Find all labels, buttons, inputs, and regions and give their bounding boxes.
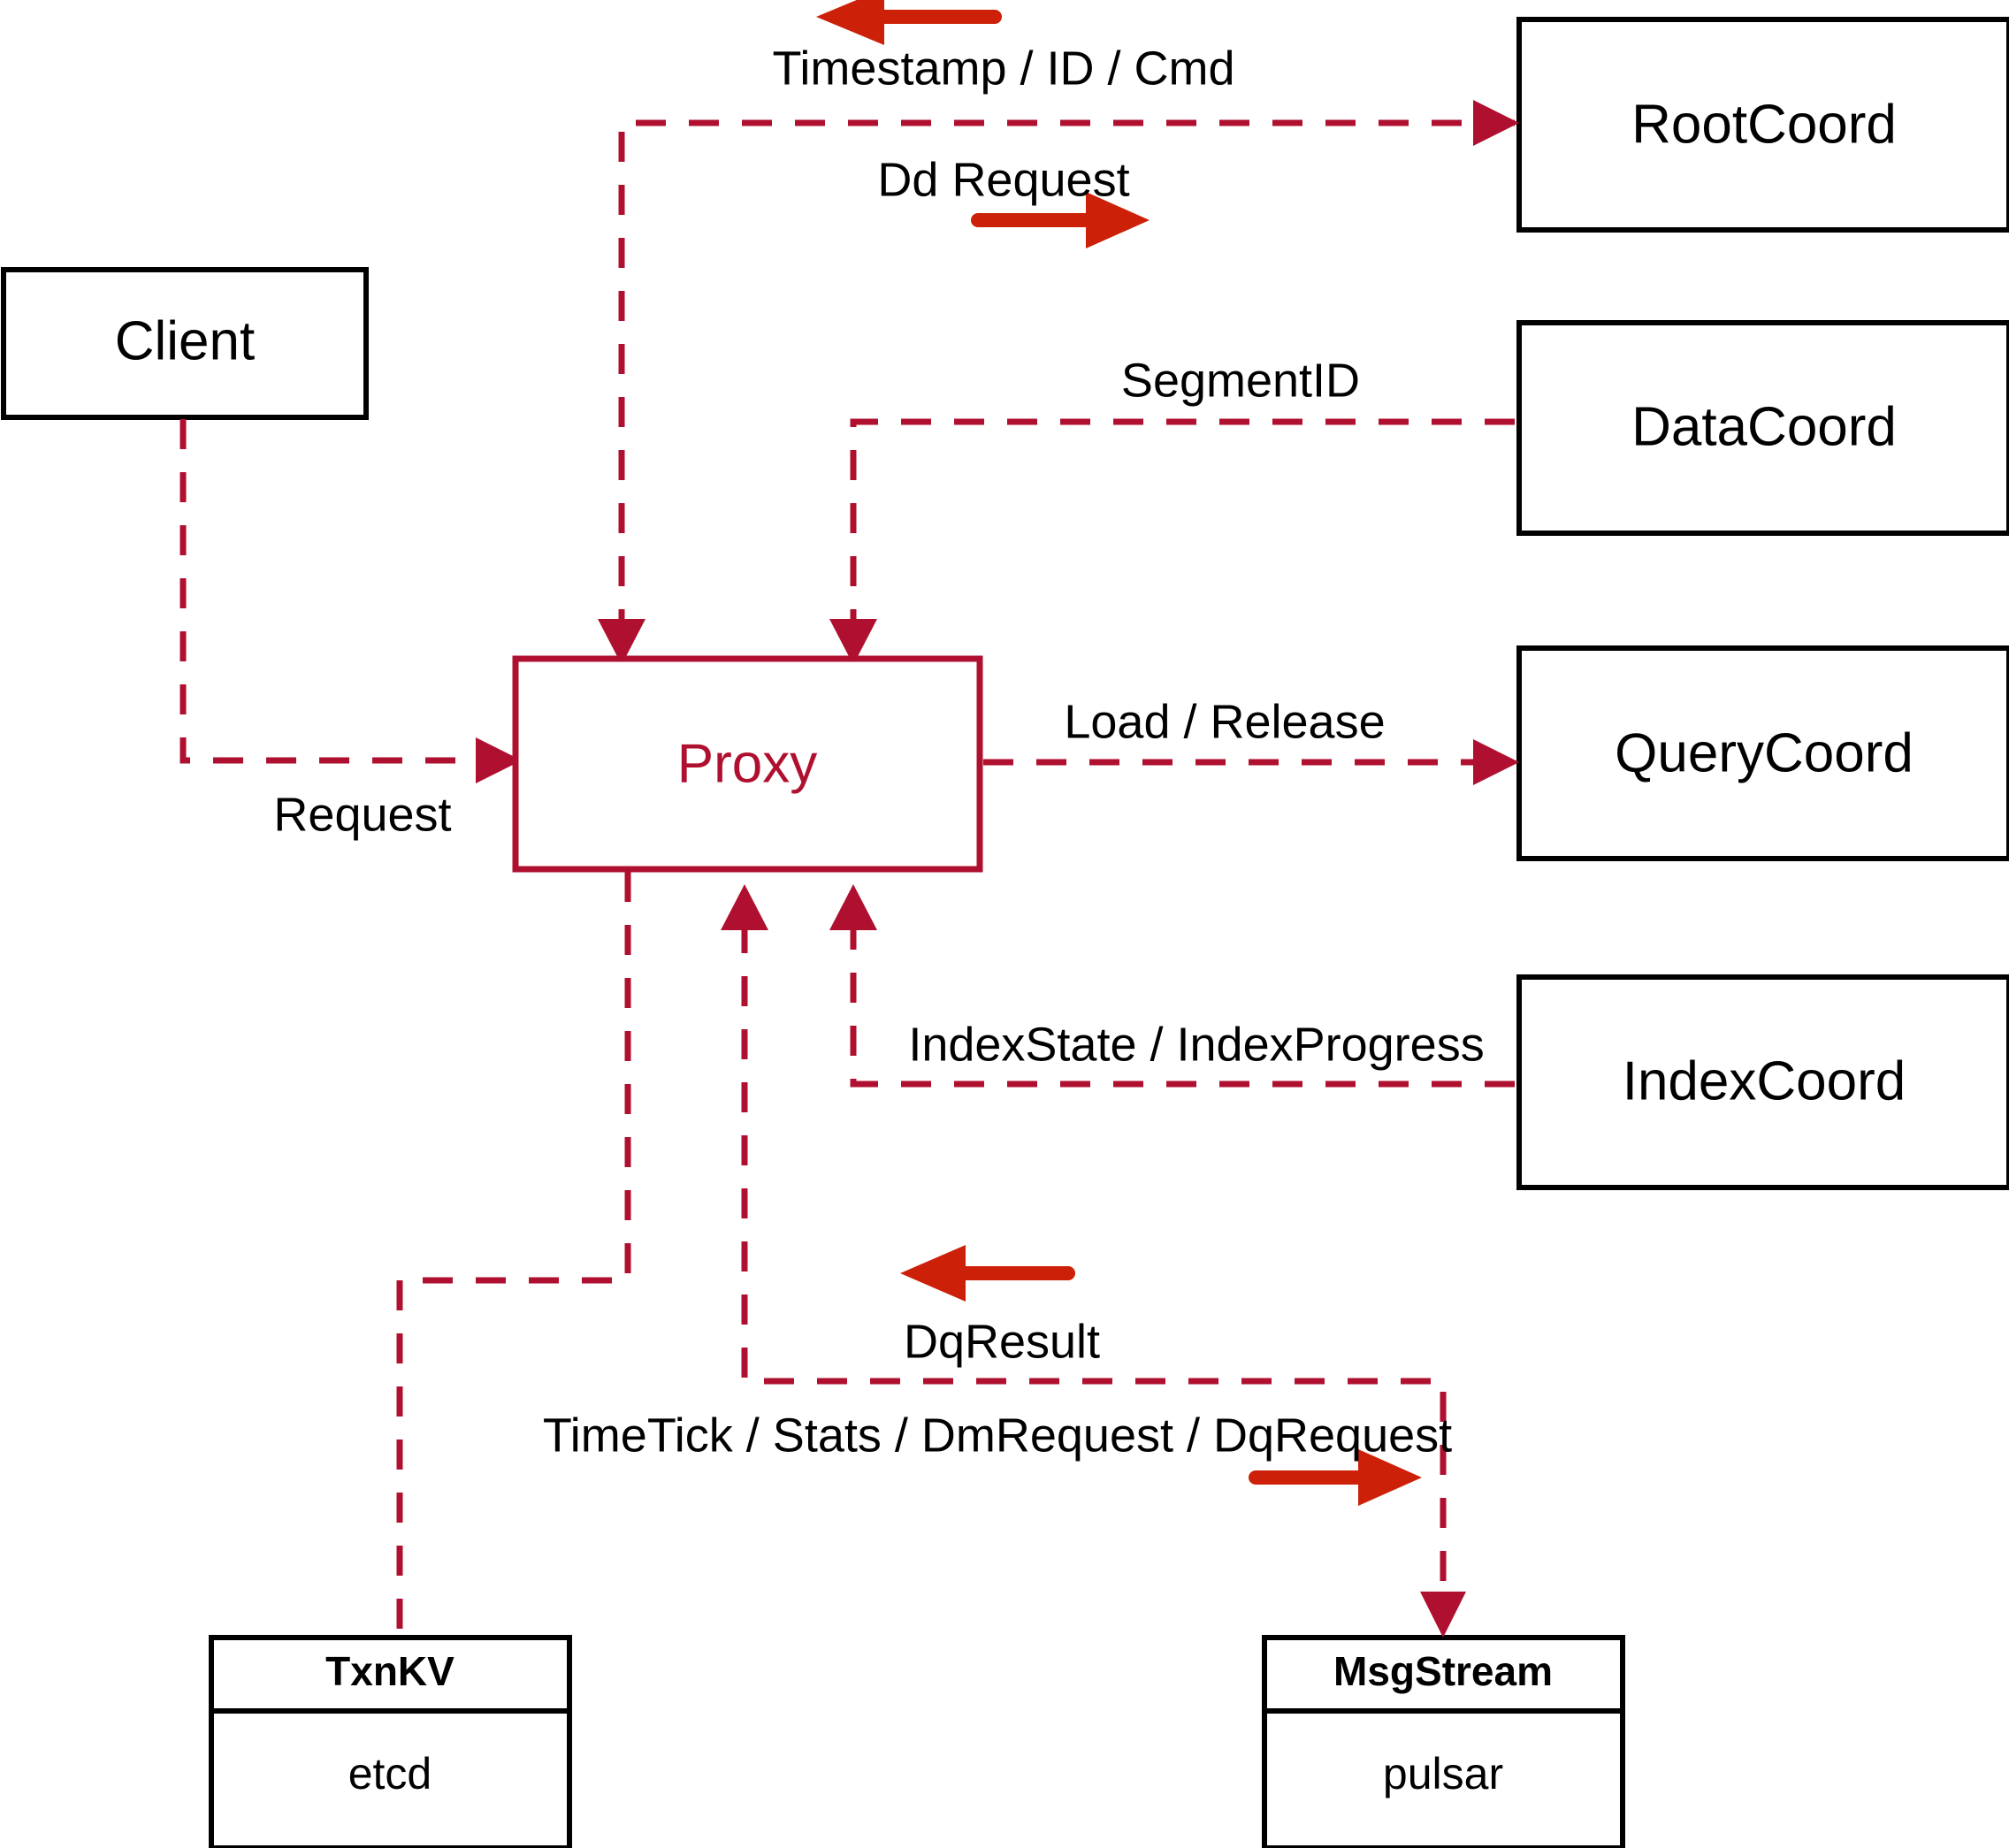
- msgstream-box: [1262, 1635, 1625, 1848]
- flow-proxy-to-txnkv: [396, 872, 631, 1638]
- flow-rootcoord-to-proxy: [618, 119, 1515, 630]
- datacoord-box: [1516, 320, 2009, 536]
- client-label: Client: [115, 310, 256, 371]
- client-box: [1, 267, 369, 420]
- indexcoord-box: [1516, 974, 2009, 1190]
- flow-datacoord-to-proxy: [850, 418, 1515, 630]
- node-txnkv[interactable]: TxnKV etcd: [209, 1635, 572, 1848]
- indexcoord-label: IndexCoord: [1623, 1050, 1906, 1111]
- node-msgstream[interactable]: MsgStream pulsar: [1262, 1635, 1625, 1848]
- flow-indexcoord-to-proxy: [850, 923, 1515, 1088]
- txnkv-box: [209, 1635, 572, 1848]
- edge-label-request: Request: [273, 788, 451, 841]
- edge-label-index-state-progress: IndexState / IndexProgress: [908, 1018, 1484, 1071]
- node-rootcoord[interactable]: RootCoord: [1516, 17, 2009, 233]
- edge-label-segment-id: SegmentID: [1121, 354, 1360, 407]
- arrowhead-msgstream-in: [1420, 1592, 1466, 1638]
- msgstream-title: MsgStream: [1333, 1648, 1553, 1694]
- direction-arrow-timetick: [1249, 1449, 1422, 1506]
- node-querycoord[interactable]: QueryCoord: [1516, 645, 2009, 861]
- edge-label-dqresult: DqResult: [904, 1315, 1100, 1368]
- edge-label-timetick-stats: TimeTick / Stats / DmRequest / DqRequest: [543, 1409, 1452, 1462]
- direction-arrow-timestamp: [816, 0, 1002, 45]
- arrowhead-proxy-left-in: [476, 737, 522, 783]
- querycoord-box: [1516, 645, 2009, 861]
- arrowhead-proxy-top-left: [598, 619, 645, 665]
- msgstream-impl: pulsar: [1383, 1749, 1503, 1798]
- arrowhead-proxy-bottom-mid: [721, 884, 768, 930]
- flow-client-to-proxy: [180, 419, 483, 764]
- node-proxy[interactable]: Proxy: [512, 655, 983, 873]
- edge-label-load-release: Load / Release: [1064, 695, 1385, 748]
- txnkv-title: TxnKV: [325, 1648, 455, 1694]
- node-datacoord[interactable]: DataCoord: [1516, 320, 2009, 536]
- edge-label-timestamp-id-cmd: Timestamp / ID / Cmd: [772, 42, 1234, 95]
- txnkv-impl: etcd: [348, 1749, 432, 1798]
- querycoord-label: QueryCoord: [1615, 722, 1914, 783]
- arrowhead-rootcoord-in: [1473, 100, 1519, 146]
- arrowhead-proxy-top-right: [829, 619, 877, 665]
- rootcoord-label: RootCoord: [1631, 94, 1897, 155]
- arrowhead-proxy-bottom-right: [829, 884, 877, 930]
- arrowhead-querycoord-in: [1473, 739, 1519, 785]
- node-client[interactable]: Client: [1, 267, 369, 420]
- edge-label-dd-request: Dd Request: [877, 153, 1129, 206]
- flow-msgstream-proxy-bus: [741, 923, 1447, 1599]
- proxy-box: [512, 655, 983, 873]
- direction-arrow-dqresult: [900, 1245, 1075, 1302]
- proxy-label: Proxy: [677, 733, 817, 794]
- direction-arrow-dd-request: [971, 192, 1150, 248]
- datacoord-label: DataCoord: [1631, 396, 1897, 457]
- rootcoord-box: [1516, 17, 2009, 233]
- node-indexcoord[interactable]: IndexCoord: [1516, 974, 2009, 1190]
